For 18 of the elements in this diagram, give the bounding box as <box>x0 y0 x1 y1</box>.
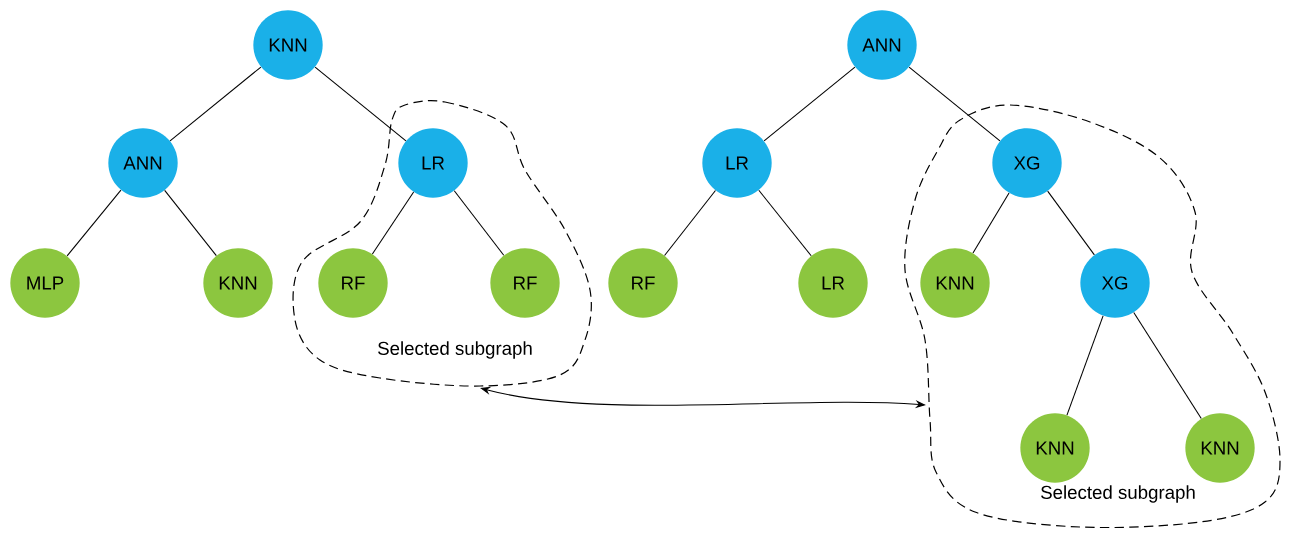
subgraph-label: Selected subgraph <box>378 341 532 359</box>
tree-edge <box>763 66 856 142</box>
tree-edge <box>169 66 262 142</box>
tree-edge <box>66 189 122 257</box>
tree-edge <box>758 189 812 257</box>
dashed-outline <box>904 104 1281 529</box>
tree-edge <box>972 192 1010 254</box>
tree-edge <box>1066 315 1104 416</box>
dashed-outline <box>292 100 592 387</box>
tree-edge <box>453 190 505 256</box>
tree-edge <box>314 66 407 142</box>
tree-edge <box>1133 311 1202 420</box>
tree-edge <box>664 189 716 257</box>
subgraph-label: Selected subgraph <box>1041 485 1195 503</box>
tree-edge <box>371 191 415 255</box>
tree-edge <box>1047 190 1095 256</box>
tree-edge <box>164 189 217 257</box>
tree-edge <box>908 66 1001 142</box>
